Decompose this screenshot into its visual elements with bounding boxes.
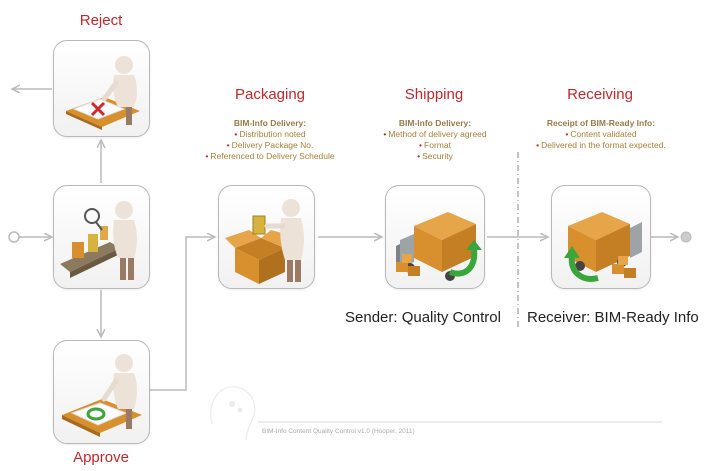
receiving-notes: Receipt of BIM-Ready Info: •Content vali… [532, 118, 670, 151]
inspect-node [53, 185, 150, 289]
packaging-note-item: •Distribution noted [234, 129, 306, 139]
start-node [8, 231, 20, 243]
approve-to-packaging-connector [150, 237, 215, 391]
watermark-head-icon [210, 386, 256, 441]
reject-node [53, 40, 150, 137]
shipping-notes: BIM-Info Delivery: •Method of delivery a… [360, 118, 510, 162]
shipping-notes-heading: BIM-Info Delivery: [398, 118, 472, 128]
packaging-notes-heading: BIM-Info Delivery: [233, 118, 307, 128]
shipping-note-item: •Format [419, 140, 451, 150]
shipping-note-item: •Security [417, 151, 453, 161]
footer-credit: BIM-Info Content Quality Control v1.0 (H… [262, 428, 415, 435]
worker-approve-icon [62, 354, 142, 437]
packaging-note-item: •Delivery Package No. [226, 140, 314, 150]
packaging-note-item: •Referenced to Delivery Schedule [205, 151, 335, 161]
shipping-node [385, 185, 485, 289]
receiving-note-item: •Delivered in the format expected. [536, 140, 666, 150]
truck-receiving-icon [564, 212, 642, 282]
packaging-notes: BIM-Info Delivery: •Distribution noted •… [190, 118, 350, 162]
receiving-node [551, 185, 651, 289]
shipping-note-item: •Method of delivery agreed [383, 129, 487, 139]
worker-packaging-icon [225, 199, 304, 284]
packaging-node [218, 185, 315, 289]
receiver-label: Receiver: BIM-Ready Info [527, 309, 699, 326]
receiving-note-item: •Content validated [565, 129, 637, 139]
reject-title: Reject [79, 12, 123, 29]
worker-reject-icon [66, 56, 140, 130]
end-node [680, 231, 692, 243]
approve-title: Approve [73, 449, 129, 466]
sender-label: Sender: Quality Control [345, 309, 501, 326]
packaging-title: Packaging [234, 86, 306, 103]
approve-node [53, 340, 150, 444]
worker-inspect-icon [60, 201, 137, 280]
truck-shipping-icon [396, 212, 482, 281]
receiving-notes-heading: Receipt of BIM-Ready Info: [546, 118, 656, 128]
receiving-title: Receiving [567, 86, 633, 103]
shipping-title: Shipping [404, 86, 464, 103]
